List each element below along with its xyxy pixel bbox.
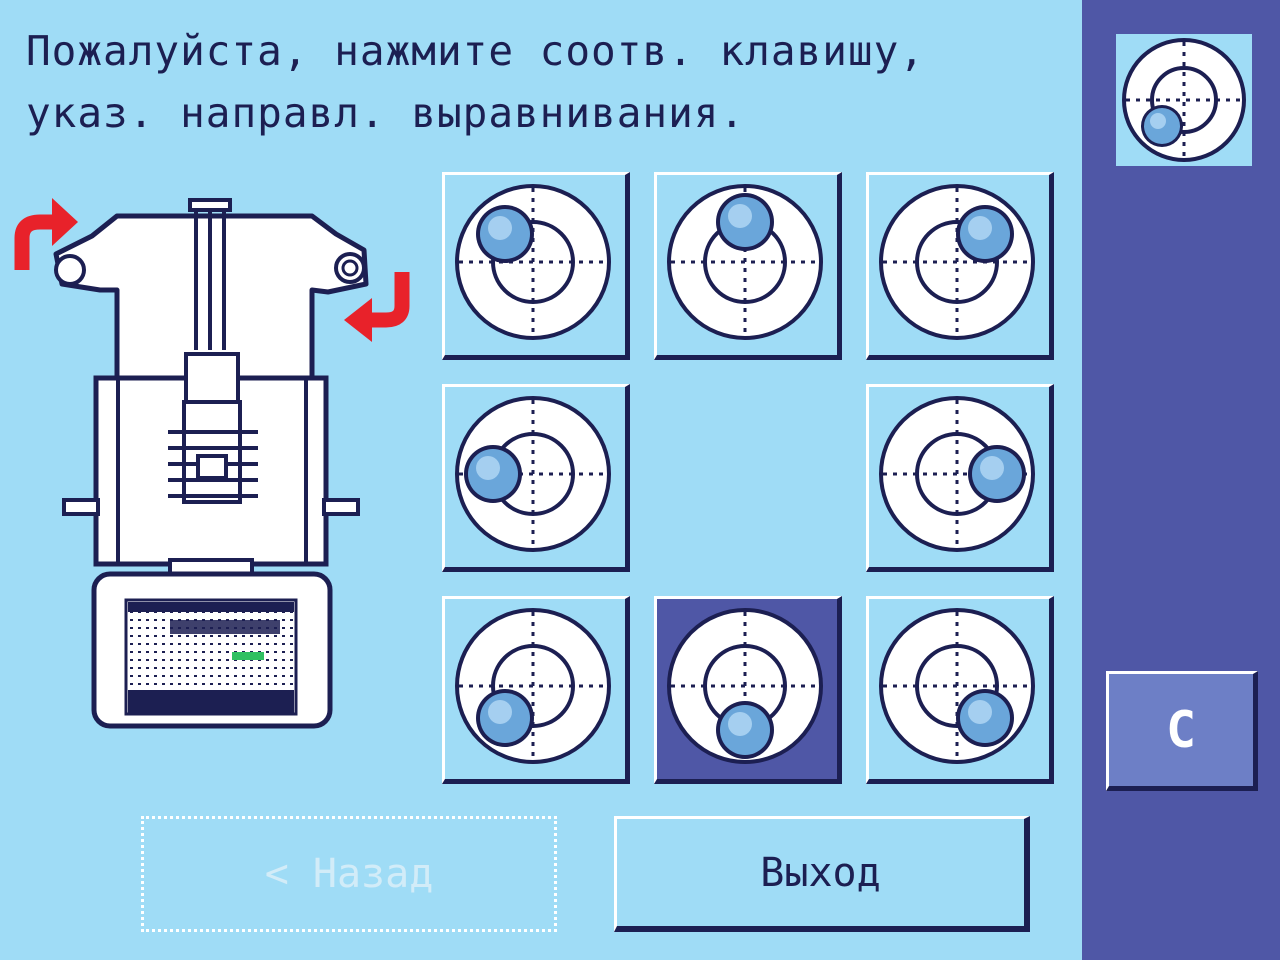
exit-button-label: Выход xyxy=(760,849,881,896)
level-top-left-button[interactable] xyxy=(442,172,630,360)
main-panel: Пожалуйста, нажмите соотв. клавишу, указ… xyxy=(0,20,1066,932)
level-bubble-top-right-icon xyxy=(879,184,1035,340)
balance-illustration xyxy=(0,180,430,740)
level-bubble-right-icon xyxy=(879,396,1035,552)
level-bubble-bottom-left-icon xyxy=(455,608,611,764)
level-bubble-left-icon xyxy=(455,396,611,552)
level-bottom-button[interactable] xyxy=(654,596,842,784)
rotate-arrow-left-icon xyxy=(14,198,78,270)
rotate-arrow-right-icon xyxy=(344,272,410,342)
instruction-line-1: Пожалуйста, нажмите соотв. клавишу, xyxy=(26,27,925,75)
level-top-button[interactable] xyxy=(654,172,842,360)
back-button-label: < Назад xyxy=(264,851,434,897)
exit-button[interactable]: Выход xyxy=(614,816,1030,932)
level-bubble-top-icon xyxy=(667,184,823,340)
clear-button-label: C xyxy=(1165,701,1197,759)
level-bubble-top-left-icon xyxy=(455,184,611,340)
level-bottom-left-button[interactable] xyxy=(442,596,630,784)
level-left-button[interactable] xyxy=(442,384,630,572)
level-bottom-right-button[interactable] xyxy=(866,596,1054,784)
back-button[interactable]: < Назад xyxy=(141,816,557,932)
current-level-indicator xyxy=(1116,34,1252,166)
current-level-indicator-icon xyxy=(1122,38,1246,162)
instruction-line-2: указ. направл. выравнивания. xyxy=(26,89,746,137)
instruction-text: Пожалуйста, нажмите соотв. клавишу, указ… xyxy=(26,20,1066,144)
level-right-button[interactable] xyxy=(866,384,1054,572)
level-bubble-bottom-right-icon xyxy=(879,608,1035,764)
clear-button[interactable]: C xyxy=(1106,671,1258,791)
level-bubble-bottom-icon xyxy=(667,608,823,764)
level-top-right-button[interactable] xyxy=(866,172,1054,360)
